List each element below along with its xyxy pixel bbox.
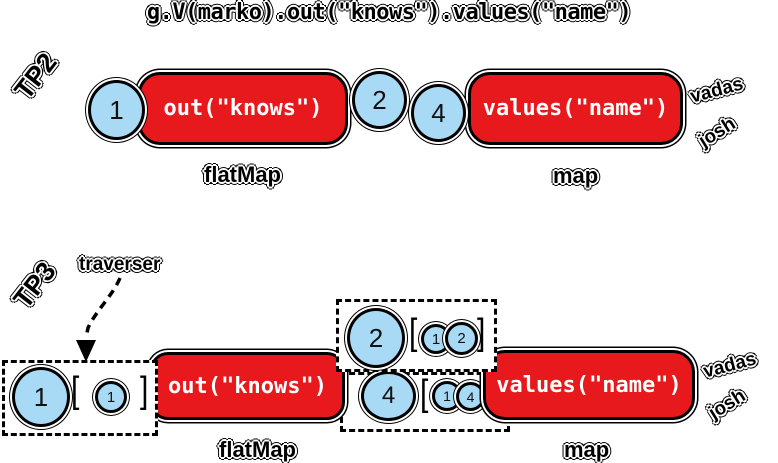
tp2-map-label: map [553,163,599,188]
traverser-arrow-icon [76,277,122,362]
tp3-traverser-box-4: 4 [ 1 4 ] [340,371,510,432]
tp3-step-values-name: values("name") [483,350,695,420]
tp3-traverser-circle-4: 4 [361,371,416,421]
path-bracket-close: ] [140,369,149,411]
tp2-output-josh: josh [695,113,740,152]
path-bracket-open: [ [409,311,418,353]
path-bracket-open: [ [71,369,80,411]
tp2-step-values-name: values("name") [468,72,683,145]
path-bracket-open: [ [420,372,429,414]
tp2-step-out-knows: out("knows") [138,72,348,145]
tp3-path-circle-2: 2 [445,322,478,355]
tp2-flatmap-label: flatMap [204,162,281,187]
tp2-traverser-circle-1: 1 [88,80,145,140]
gremlin-query-title: g.V(marko).out("knows").values("name") [146,0,632,25]
tp3-traverser-circle-1: 1 [12,367,70,427]
tp3-output-josh: josh [705,385,750,424]
tp3-step-values-name-label: values("name") [496,372,682,398]
tp2-label: TP2 [8,47,63,105]
tp2-step-out-knows-label: out("knows") [163,96,323,121]
tp3-flatmap-label: flatMap [219,437,296,462]
tp3-step-out-knows: out("knows") [150,352,345,420]
tp3-path-circle-4: 4 [456,382,485,411]
tp3-output-vadas: vadas [701,348,759,383]
traverser-annotation: traverser [79,254,161,275]
tp3-traverser-box-2: 2 [ 1 2 ] [336,299,497,372]
tp3-traverser-circle-2: 2 [347,308,405,368]
tp3-step-out-knows-label: out("knows") [168,373,327,399]
tp2-traverser-circle-2: 2 [352,71,407,129]
tp3-path-circle-1: 1 [95,381,127,413]
tp3-map-label: map [564,437,610,462]
path-bracket-close: ] [477,311,486,353]
tp2-output-vadas: vadas [688,73,746,108]
tp2-traverser-circle-4: 4 [411,84,466,142]
tp3-input-traverser-box: 1 [ 1 ] [2,360,158,436]
tp2-step-values-name-label: values("name") [482,96,669,121]
